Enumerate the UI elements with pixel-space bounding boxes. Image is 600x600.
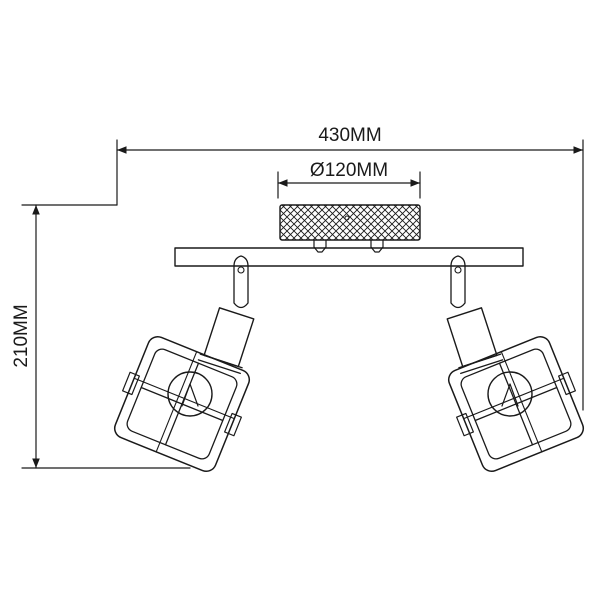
canopy-diameter-dimension: Ø120MM [277, 160, 421, 199]
left-bulb [167, 371, 213, 417]
right-spotlight [446, 255, 585, 473]
width-dimension: 430MM [116, 125, 584, 411]
left-spotlight [113, 255, 255, 473]
canopy-diameter-label: Ø120MM [310, 160, 388, 181]
canopy-screws [313, 239, 384, 253]
height-dimension: 210MM [11, 204, 191, 469]
right-bulb [487, 371, 533, 417]
mounting-bar [174, 247, 524, 267]
height-label: 210MM [11, 304, 32, 367]
width-label: 430MM [318, 125, 381, 146]
ceiling-canopy [279, 204, 421, 241]
